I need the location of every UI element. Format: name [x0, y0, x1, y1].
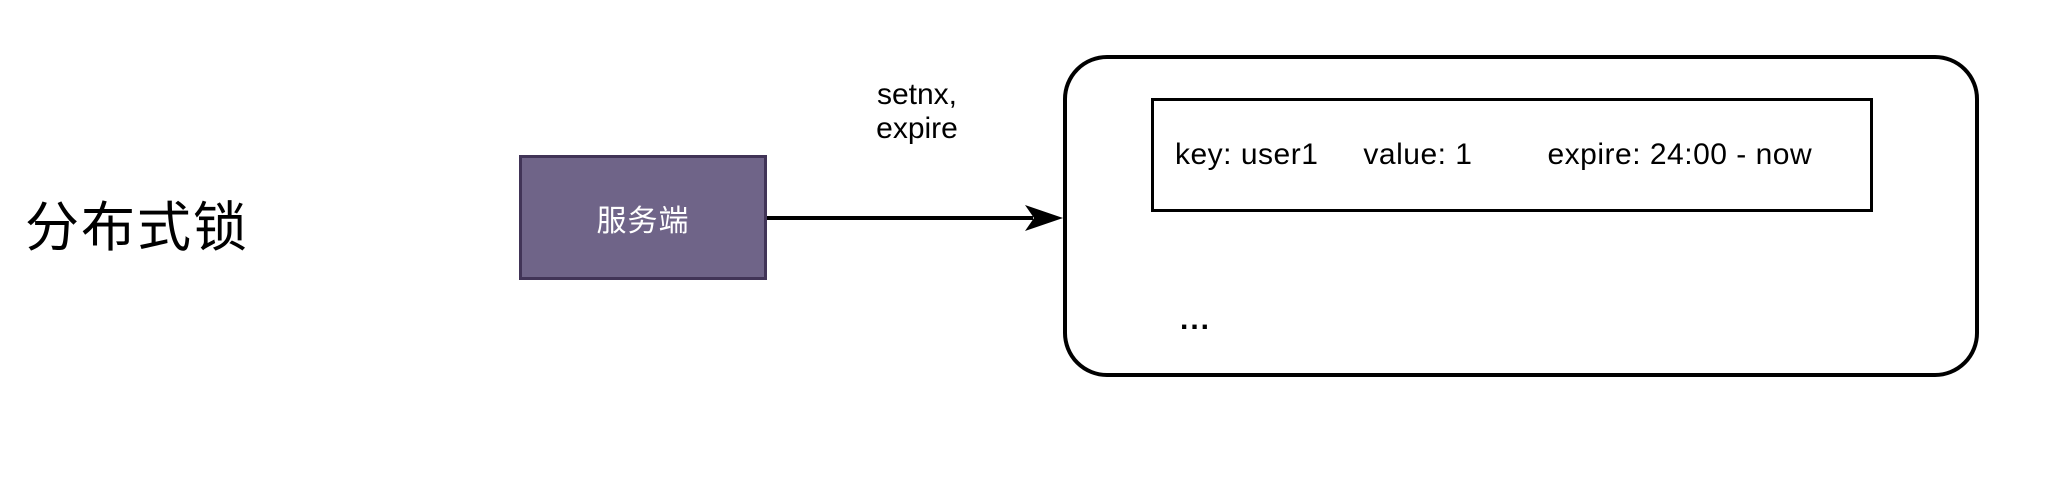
server-node: 服务端: [519, 155, 767, 280]
ellipsis-text: ...: [1180, 303, 1212, 336]
server-node-label: 服务端: [596, 204, 690, 238]
record-box: key: user1 value: 1 expire: 24:00 - now: [1151, 98, 1873, 212]
arrow-head-icon: [1025, 205, 1063, 231]
page-title: 分布式锁: [25, 198, 249, 258]
record-expire: expire: 24:00 - now: [1547, 138, 1813, 171]
arrow-label-line1: setnx,: [876, 78, 958, 111]
record-value: value: 1: [1363, 138, 1473, 171]
redis-store-box: key: user1 value: 1 expire: 24:00 - now …: [1063, 55, 1979, 377]
record-key: key: user1: [1175, 138, 1319, 171]
arrow-label-line2: expire: [876, 112, 958, 145]
arrow-label: setnx, expire: [817, 78, 1017, 146]
arrow-connector: [767, 205, 1063, 231]
